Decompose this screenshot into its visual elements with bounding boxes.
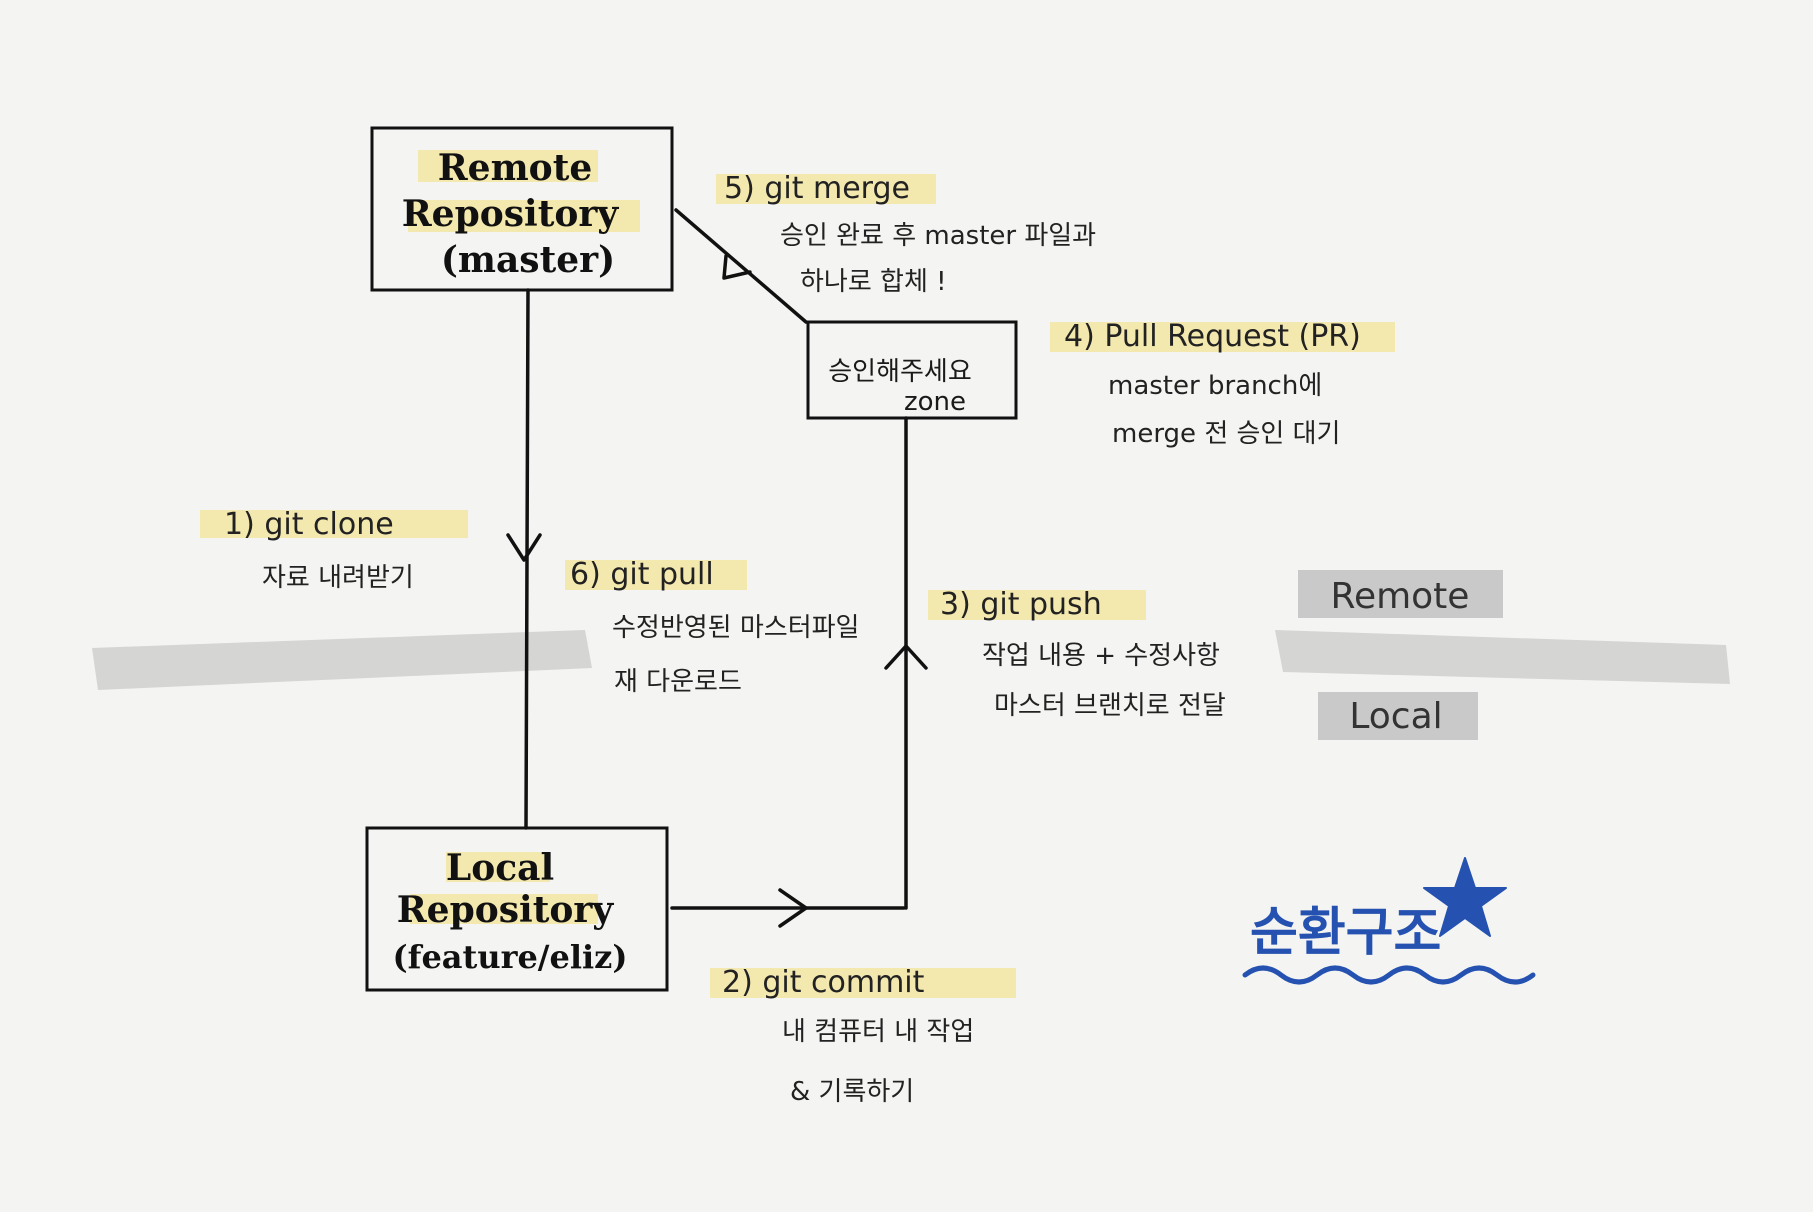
step-push-note-2: 마스터 브랜치로 전달: [994, 691, 1226, 721]
step-pull-note-2: 재 다운로드: [614, 667, 742, 697]
step-commit-note-2: & 기록하기: [790, 1077, 914, 1107]
step-clone-title: 1) git clone: [224, 507, 394, 542]
divider-band-right: [1275, 630, 1730, 684]
step-pull-note-1: 수정반영된 마스터파일: [612, 613, 859, 643]
step-merge-note-1: 승인 완료 후 master 파일과: [780, 221, 1096, 251]
clone-line: [524, 288, 530, 830]
local-repository-box: [365, 826, 669, 992]
commit-arrowhead: [778, 888, 808, 928]
step-pr-note-2: merge 전 승인 대기: [1112, 419, 1340, 449]
local-zone-label: Local: [1349, 696, 1442, 737]
step-pr-note-1: master branch에: [1108, 371, 1322, 401]
merge-line: [674, 208, 808, 324]
star-icon: [1423, 857, 1507, 937]
divider-band-left: [92, 630, 592, 690]
step-commit-title: 2) git commit: [722, 965, 925, 1000]
approval-zone-box: [806, 320, 1018, 420]
local-box-line-1: Local: [446, 847, 554, 889]
approval-box-line-2: zone: [904, 387, 966, 417]
step-push-title: 3) git push: [940, 587, 1102, 622]
step-commit-note-1: 내 컴퓨터 내 작업: [782, 1017, 974, 1047]
clone-arrowhead: [506, 533, 542, 562]
local-box-line-2: Repository: [397, 889, 615, 931]
remote-repository-box: [370, 126, 674, 292]
local-box-line-3: (feature/eliz): [393, 938, 628, 976]
step-pr-title: 4) Pull Request (PR): [1064, 319, 1361, 354]
push-arrowhead: [884, 644, 928, 670]
local-zone-tag: [1318, 692, 1478, 740]
approval-box-line-1: 승인해주세요: [828, 357, 972, 387]
brand-underline-wave: [1242, 965, 1536, 985]
step-merge-note-2: 하나로 합체 !: [800, 267, 947, 297]
step-push-note-1: 작업 내용 + 수정사항: [982, 641, 1220, 671]
step-merge-title: 5) git merge: [724, 171, 910, 206]
remote-box-line-1: Remote: [438, 147, 592, 189]
step-pull-title: 6) git pull: [570, 557, 714, 592]
remote-zone-label: Remote: [1331, 576, 1470, 617]
highlight-marks: [200, 150, 1395, 998]
remote-box-line-2: Repository: [402, 193, 620, 235]
remote-zone-tag: [1298, 570, 1503, 618]
brand-text: 순환구조: [1250, 903, 1441, 963]
remote-box-line-3: (master): [441, 239, 615, 281]
merge-arrowhead: [722, 254, 752, 280]
step-clone-note-1: 자료 내려받기: [262, 563, 414, 593]
